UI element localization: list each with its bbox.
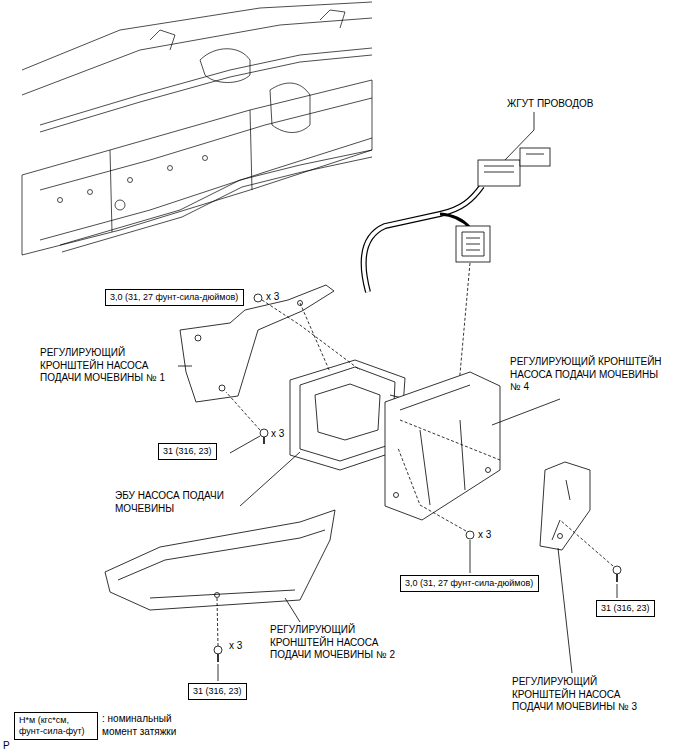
torque-box: 31 (316, 23) bbox=[188, 683, 247, 700]
quantity-mark: x 3 bbox=[229, 640, 242, 653]
part-label: РЕГУЛИРУЮЩИЙ КРОНШТЕЙН НАСОСА ПОДАЧИ МОЧ… bbox=[270, 624, 405, 662]
torque-value: 31 (316, 23) bbox=[163, 446, 212, 457]
part-label: РЕГУЛИРУЮЩИЙ КРОНШТЕЙН НАСОСА ПОДАЧИ МОЧ… bbox=[510, 356, 668, 394]
part-label: ЭБУ НАСОСА ПОДАЧИ МОЧЕВИНЫ bbox=[115, 490, 240, 515]
torque-box: 3,0 (31, 27 фунт-сила-дюймов) bbox=[105, 289, 244, 306]
torque-value: 3,0 (31, 27 фунт-сила-дюймов) bbox=[405, 578, 534, 589]
torque-value: 3,0 (31, 27 фунт-сила-дюймов) bbox=[110, 292, 239, 303]
part-label: РЕГУЛИРУЮЩИЙ КРОНШТЕЙН НАСОСА ПОДАЧИ МОЧ… bbox=[512, 676, 657, 714]
torque-box: 3,0 (31, 27 фунт-сила-дюймов) bbox=[400, 575, 539, 592]
frame-sketch bbox=[22, 2, 372, 255]
bolts bbox=[214, 294, 621, 662]
leader-lines bbox=[178, 112, 617, 681]
part-label: P bbox=[3, 740, 10, 753]
quantity-mark: x 3 bbox=[478, 529, 491, 542]
torque-value: Н*м (кгс*см, фунт-сила-фут) bbox=[19, 715, 93, 737]
bracket-2 bbox=[105, 510, 335, 610]
part-label: РЕГУЛИРУЮЩИЙ КРОНШТЕЙН НАСОСА ПОДАЧИ МОЧ… bbox=[40, 347, 175, 385]
part-label: : номинальный момент затяжки bbox=[102, 713, 192, 738]
torque-box: Н*м (кгс*см, фунт-сила-фут) bbox=[14, 712, 98, 740]
torque-box: 31 (316, 23) bbox=[158, 443, 217, 460]
torque-value: 31 (316, 23) bbox=[601, 603, 650, 614]
dashed-guides bbox=[217, 300, 613, 646]
quantity-mark: x 3 bbox=[266, 291, 279, 304]
quantity-mark: x 3 bbox=[271, 428, 284, 441]
bracket-4 bbox=[385, 372, 500, 520]
bracket-3 bbox=[540, 462, 590, 550]
torque-box: 31 (316, 23) bbox=[596, 600, 655, 617]
part-label: ЖГУТ ПРОВОДОВ bbox=[507, 98, 593, 111]
wire-harness bbox=[364, 148, 550, 292]
torque-value: 31 (316, 23) bbox=[193, 686, 242, 697]
